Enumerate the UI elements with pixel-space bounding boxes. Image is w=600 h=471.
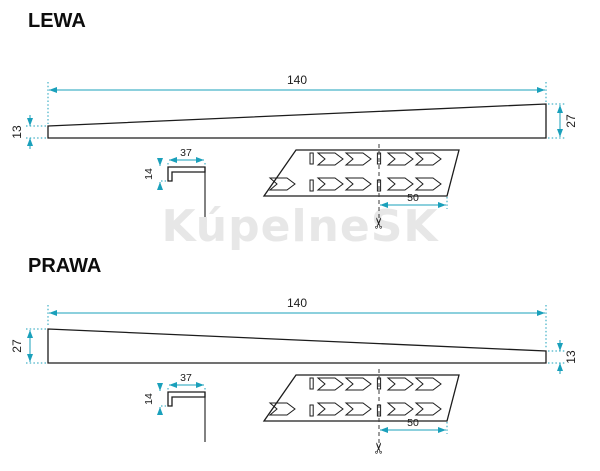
right-height-value: 13 [564,350,578,364]
left-height-value: 13 [10,125,24,139]
profile-body [47,328,547,364]
section-title-lewa: LEWA [28,10,86,32]
detail-height-value: 14 [143,168,155,180]
length-dimension-value: 140 [287,73,307,87]
profile-end-detail [167,391,206,407]
detail-width-value: 37 [180,147,192,159]
cut-spacing-value: 50 [407,192,419,204]
profile-body [47,103,547,139]
section-lewa: LEWA 140 13 27 37 14 [10,10,578,229]
length-dimension-value: 140 [287,296,307,310]
section-title-prawa: PRAWA [28,255,101,277]
section-prawa: PRAWA 140 27 13 37 14 [10,255,578,454]
detail-width-value: 37 [180,372,192,384]
scissors-icon: ✂ [370,217,388,230]
detail-height-value: 14 [143,393,155,405]
cut-spacing-value: 50 [407,417,419,429]
scissors-icon: ✂ [370,442,388,455]
perforated-strip [262,374,460,422]
perforated-strip [262,149,460,197]
profile-end-detail [167,166,206,182]
left-height-value: 27 [10,339,24,353]
right-height-value: 27 [564,114,578,128]
watermark-text: KúpelneSK [161,201,439,252]
